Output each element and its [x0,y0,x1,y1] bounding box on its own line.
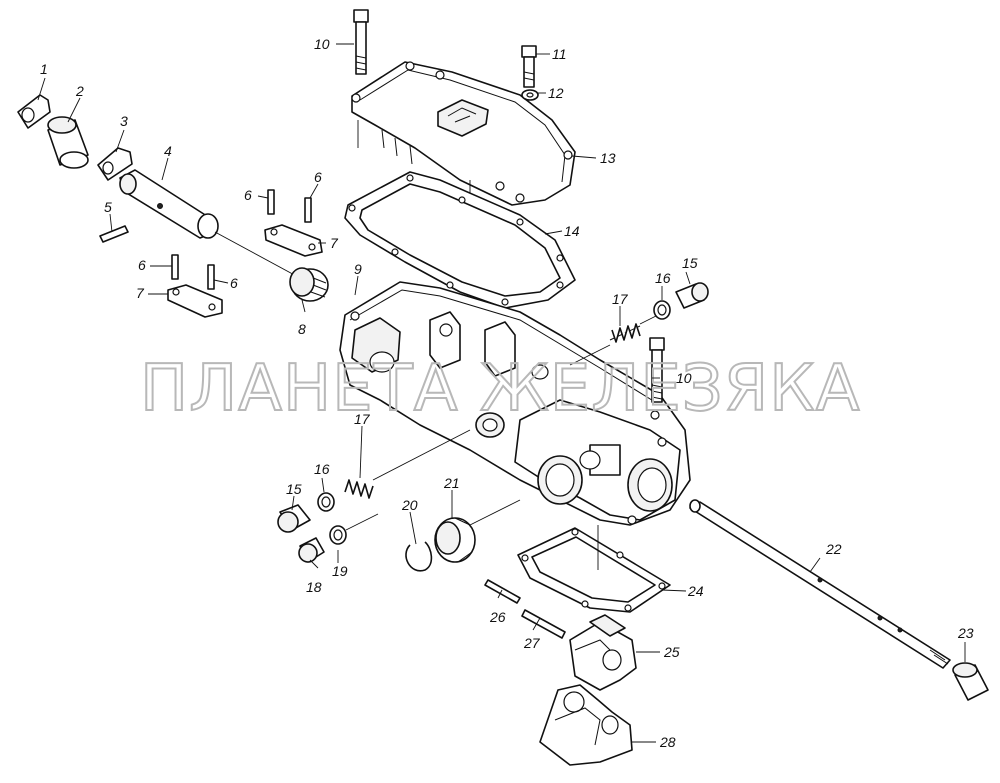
plate-part-7-upper [264,224,323,257]
synchro-part-21 [434,517,476,563]
callout-10-a: 10 [314,36,330,52]
watermark-text: ПЛАНЕТА ЖЕЛЕЗЯКА [140,352,860,426]
pin-part-6-b [304,197,312,223]
callout-6-c: 6 [138,257,146,273]
shaft-part-22 [689,499,951,669]
housing-part-9 [339,281,691,526]
callout-7-b: 7 [136,285,145,301]
callout-16-a: 16 [655,270,671,286]
plate-part-7-lower [167,284,223,318]
pin-part-6-c [171,254,179,280]
callout-labels: 1 2 3 4 5 6 6 6 6 7 7 8 9 10 10 11 12 13… [40,36,974,750]
callout-6-d: 6 [230,275,238,291]
pin-part-27 [521,609,566,639]
bushing-part-23 [952,662,989,701]
callout-14: 14 [564,223,580,239]
snap-ring-part-20 [405,541,433,572]
callout-2: 2 [75,83,84,99]
callout-17-b: 17 [354,411,371,427]
washer-part-12 [521,89,539,101]
callout-15-b: 15 [286,481,302,497]
gear-part-8 [289,267,329,302]
callout-10-b: 10 [676,370,692,386]
gasket-part-24 [517,527,671,613]
callout-26: 26 [489,609,506,625]
leader-lines [37,43,966,743]
shaft-part-4 [119,169,219,239]
callout-8: 8 [298,321,306,337]
spring-part-17-left [344,479,374,499]
lock-plate-part-1 [17,94,51,129]
callout-12: 12 [548,85,564,101]
callout-5: 5 [104,199,112,215]
callout-21: 21 [443,475,460,491]
callout-23: 23 [957,625,974,641]
plug-part-15-right [675,282,709,309]
spring-part-17-right [609,323,641,343]
bushing-part-2 [47,116,89,169]
ring-part-19 [329,525,347,545]
plug-part-18 [298,537,325,563]
callout-17-a: 17 [612,291,629,307]
callout-6-b: 6 [314,169,322,185]
top-cover-part-13 [351,61,576,206]
callout-1: 1 [40,61,48,77]
washer-part-16-right [653,300,671,320]
callout-22: 22 [825,541,842,557]
callout-24: 24 [687,583,704,599]
bolt-part-11 [521,45,537,88]
callout-27: 27 [523,635,541,651]
callout-3: 3 [120,113,128,129]
pin-part-6-a [267,189,275,215]
fork-part-25 [569,614,637,691]
callout-28: 28 [659,734,676,750]
callout-4: 4 [164,143,172,159]
bolt-part-10-middle [649,337,665,403]
callout-9: 9 [354,261,362,277]
pin-part-5 [99,225,129,243]
pin-part-26 [484,579,521,604]
fork-part-28 [539,684,633,766]
pin-part-6-d [207,264,215,290]
callout-13: 13 [600,150,616,166]
callout-11: 11 [552,46,567,62]
callout-7-a: 7 [330,235,339,251]
washer-part-16-left [317,492,335,512]
gasket-part-14 [344,171,576,309]
callout-18: 18 [306,579,322,595]
callout-20: 20 [401,497,418,513]
callout-25: 25 [663,644,680,660]
callout-16-b: 16 [314,461,330,477]
bolt-part-10-top [353,9,369,75]
callout-6-a: 6 [244,187,252,203]
callout-15-a: 15 [682,255,698,271]
plate-part-3 [97,147,133,181]
callout-19: 19 [332,563,348,579]
plug-part-15-left [277,504,311,533]
